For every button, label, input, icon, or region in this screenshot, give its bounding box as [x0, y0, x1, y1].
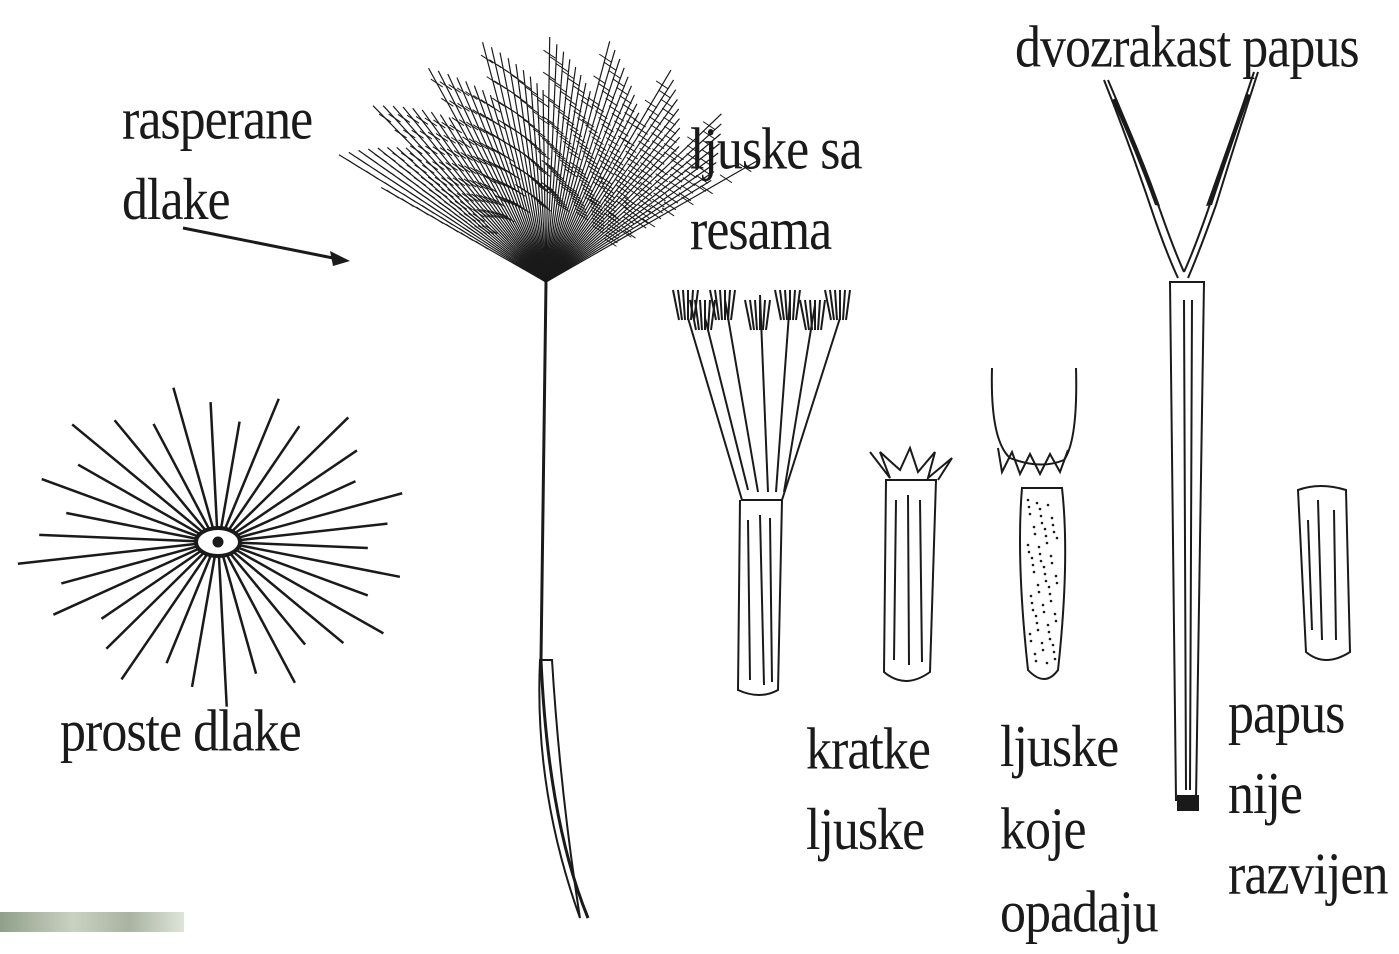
- label-fringed-scales: ljuske sa resama: [690, 110, 862, 271]
- label-line: koje: [1000, 789, 1158, 872]
- label-line: opadaju: [1000, 872, 1158, 954]
- label-line: kratke: [806, 710, 930, 791]
- two-rayed-awn-left-fill: [1112, 98, 1160, 206]
- label-line: proste dlake: [60, 692, 301, 773]
- no-pappus-figure: [1298, 486, 1350, 660]
- fringed-scales-figure: [688, 295, 840, 695]
- plumose-stalk: [541, 282, 588, 918]
- label-line: dvozrakast papus: [1015, 8, 1359, 89]
- label-line: dlake: [122, 161, 312, 242]
- two-rayed-awn-right-fill: [1206, 93, 1250, 206]
- label-plumose-hairs: rasperane dlake: [122, 80, 312, 241]
- label-deciduous-scales: ljuske koje opadaju: [1000, 706, 1158, 954]
- label-two-rayed-pappus: dvozrakast papus: [1015, 8, 1359, 89]
- label-no-pappus: papus nije razvijen: [1228, 674, 1387, 916]
- photo-thumbnail-corner: [0, 912, 184, 932]
- label-simple-hairs: proste dlake: [60, 692, 301, 773]
- label-line: nije: [1228, 755, 1387, 836]
- label-line: razvijen: [1228, 835, 1387, 916]
- label-line: rasperane: [122, 80, 312, 161]
- label-line: ljuske: [1000, 706, 1158, 789]
- label-line: ljuske: [806, 791, 930, 872]
- plumose-achene: [539, 660, 580, 918]
- label-line: papus: [1228, 674, 1387, 755]
- simple-hairs-figure: [18, 388, 402, 707]
- label-short-scales: kratke ljuske: [806, 710, 930, 871]
- label-line: ljuske sa: [690, 110, 862, 191]
- short-scales-figure: [870, 448, 952, 681]
- deciduous-scales-figure: [992, 368, 1076, 679]
- label-line: resama: [690, 191, 862, 272]
